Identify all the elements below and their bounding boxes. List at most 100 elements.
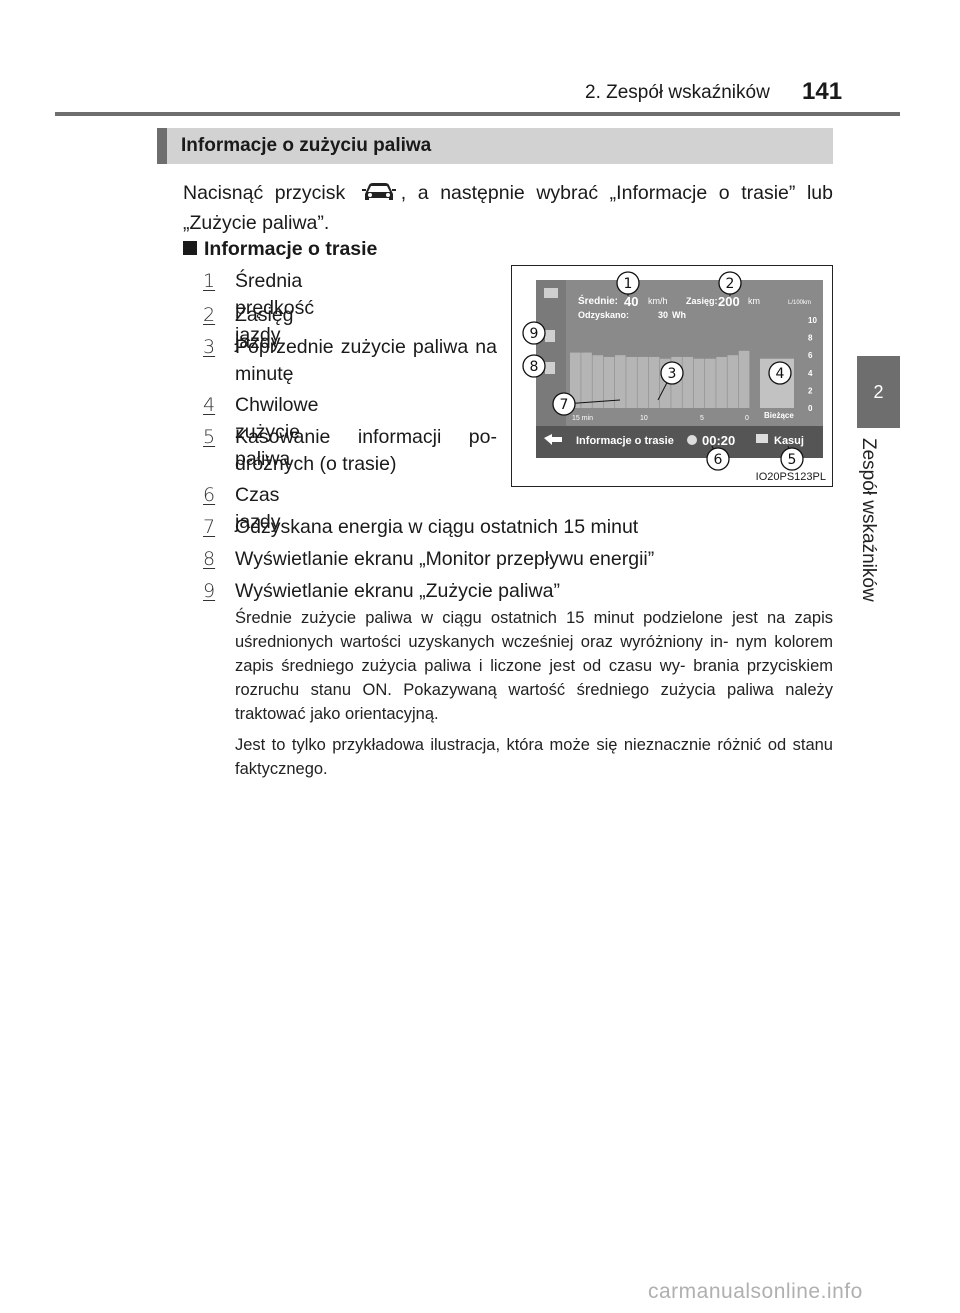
history-bar [660,358,671,408]
history-bar [705,358,716,408]
callout-number: 5 [788,452,797,468]
callout-circle [780,447,804,471]
callout-circle [522,321,546,345]
watermark: carmanualsonline.info [648,1280,863,1303]
callout-circle [768,361,792,385]
header-rule [55,112,900,116]
callouts: 1 2 3 4 5 6 7 8 9 [522,271,804,471]
x-tick-label: 5 [700,415,704,422]
intro-text-after: , a następnie wybrać „Informacje o trasi… [183,182,833,234]
item-number: 2 [203,304,216,326]
history-bar [738,350,750,408]
history-bar [570,352,581,408]
callout-number: 8 [530,359,539,375]
item-number: 9 [203,580,216,602]
battery-icon [545,362,555,374]
history-bar [682,356,694,408]
note-paragraph: Średnie zużycie paliwa w ciągu ostatnich… [235,609,833,723]
x-ticks: 15 min 10 5 0 [572,415,749,422]
y-tick-label: 0 [808,404,813,413]
callout-number: 4 [776,366,785,382]
trip-info-screen-illustration: Średnie: 40 km/h Zasięg: 200 km L/100km … [522,271,823,471]
recovered-label: Odzyskano: [578,310,629,320]
page-number: 141 [802,78,843,105]
item-text: Wyświetlanie ekranu „Monitor przepływu e… [235,548,655,570]
history-bars [570,350,750,408]
callout-circle [706,447,730,471]
subheading-text: Informacje o trasie [204,238,378,260]
callout-number: 7 [560,397,569,413]
side-tab-label: Zespół wskaźników [858,438,879,602]
range-label: Zasięg: [686,296,718,306]
callout-number: 9 [530,326,539,342]
history-bar [626,356,637,408]
history-bar [727,355,739,408]
section-heading-bar: Informacje o zużyciu paliwa [157,128,833,164]
callout-circle [552,392,576,416]
callout-number: 1 [624,276,633,292]
history-bar [637,356,649,408]
clear-icon [756,434,768,443]
screen-title: Informacje o trasie [576,435,674,447]
callout-number: 3 [668,366,677,382]
item-number: 1 [203,270,216,292]
x-tick-label: 0 [745,415,749,422]
history-bar [693,358,705,408]
callout-circle [718,271,742,295]
avg-unit: km/h [648,296,668,306]
item-number: 6 [203,484,216,506]
note-paragraph: Jest to tylko przykładowa ilustracja, kt… [235,736,833,778]
y-tick-label: 6 [808,351,813,360]
history-bar [648,356,660,408]
avg-label: Średnie: [578,294,618,307]
avg-value: 40 [624,294,638,309]
item-text: Kasowanie informacji po- dróżnych (o tra… [235,426,497,475]
screen-bottom-bar [536,426,823,458]
item-number: 4 [203,394,216,416]
trip-info-figure: Średnie: 40 km/h Zasięg: 200 km L/100km … [511,265,833,487]
callout-circle [522,354,546,378]
item-number: 5 [203,426,216,448]
item-text: Odzyskana energia w ciągu ostatnich 15 m… [235,516,639,538]
intro-paragraph: Nacisnąć przycisk , a następnie wybrać „… [183,178,833,238]
y-tick-label: 8 [808,334,813,343]
item-text: Wyświetlanie ekranu „Zużycie paliwa” [235,580,560,602]
history-bar [592,355,604,408]
clock-icon [687,435,697,445]
y-tick-label: 10 [808,316,817,325]
item-text: Czas jazdy [235,484,281,533]
history-bar [581,352,592,408]
recovered-value: 30 [658,310,668,320]
callout-number: 6 [714,452,723,468]
y-ticks: 10 8 6 4 2 0 [808,316,817,413]
history-bar [716,356,727,408]
clear-button: Kasuj [774,435,804,447]
car-icon [361,183,396,200]
item-text: Chwilowe zużycie paliwa [235,394,319,470]
section-title: Informacje o zużyciu paliwa [181,135,432,156]
item-text: Średnia prędkość jazdy [235,270,315,346]
range-value: 200 [718,294,740,309]
callout-circle [660,361,684,385]
back-arrow-icon [544,434,562,445]
history-bar [603,356,615,408]
drive-time: 00:20 [702,433,735,448]
fuel-pump-icon [545,330,555,342]
recovered-unit: Wh [672,310,686,320]
y-tick-label: 4 [808,369,813,378]
intro-text-before: Nacisnąć przycisk [183,182,346,204]
item-number: 8 [203,548,216,570]
history-bar [615,355,626,408]
x-tick-label: 10 [640,415,648,422]
energy-monitor-icon [544,288,558,298]
fuel-unit: L/100km [788,300,811,306]
subheading: Informacje o trasie [183,238,377,261]
item-number: 3 [203,336,216,358]
callout-number: 2 [726,276,735,292]
current-label: Bieżące [764,411,794,420]
running-header-section: 2. Zespół wskaźników [585,82,770,103]
x-tick-label: 15 min [572,415,593,422]
figure-code: IO20PS123PL [755,471,826,483]
callout-circle [616,271,640,295]
y-tick-label: 2 [808,386,813,395]
